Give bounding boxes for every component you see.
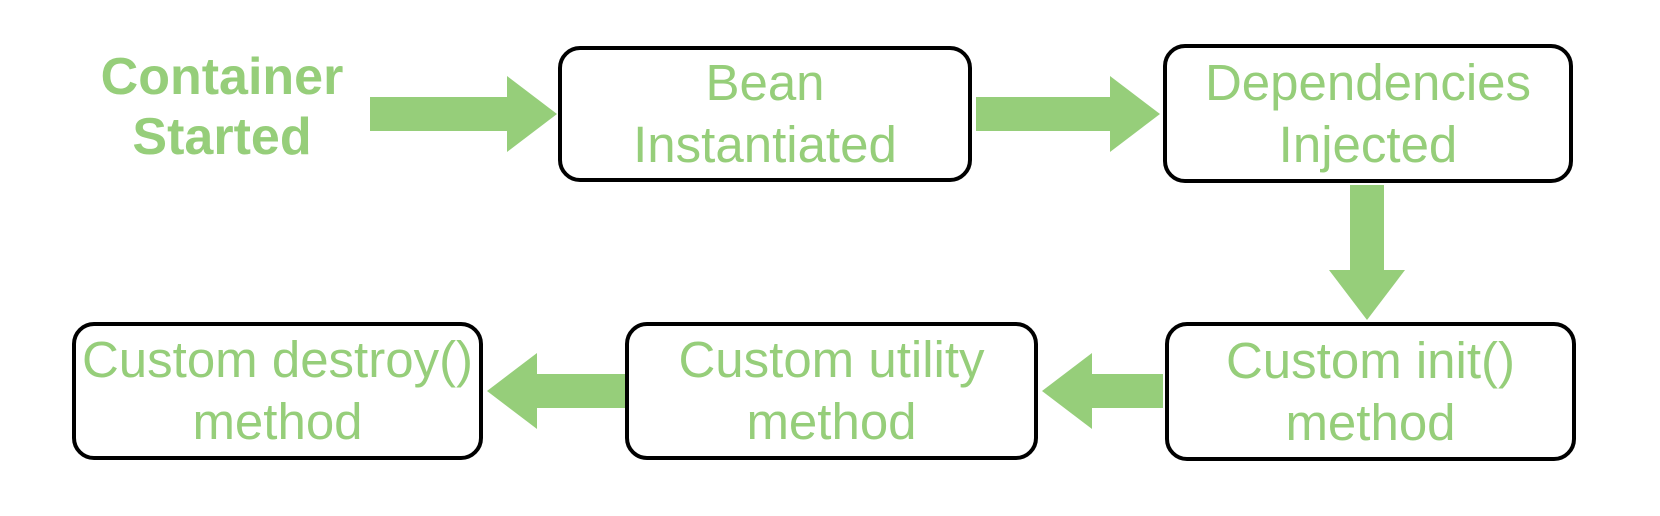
node-bean-instantiated: Bean Instantiated	[558, 46, 972, 182]
node-custom-destroy-method: Custom destroy() method	[72, 322, 483, 460]
arrow-shaft	[370, 97, 507, 131]
arrow-head-right-icon	[1110, 76, 1160, 152]
arrow-start-to-bean	[370, 76, 557, 152]
arrow-dependencies-to-init	[1329, 185, 1405, 320]
arrow-init-to-utility	[1042, 353, 1163, 429]
arrow-shaft	[537, 374, 625, 408]
arrow-bean-to-dependencies	[976, 76, 1160, 152]
arrow-utility-to-destroy	[487, 353, 625, 429]
node-custom-init-method: Custom init() method	[1165, 322, 1576, 461]
node-container-started: Container Started	[100, 48, 344, 166]
arrow-head-left-icon	[1042, 353, 1092, 429]
node-custom-utility-method: Custom utility method	[625, 322, 1038, 460]
arrow-head-right-icon	[507, 76, 557, 152]
node-dependencies-injected: Dependencies Injected	[1163, 44, 1573, 183]
arrow-shaft	[1350, 185, 1384, 271]
arrow-shaft	[1092, 374, 1163, 408]
arrow-shaft	[976, 97, 1110, 131]
arrow-head-left-icon	[487, 353, 537, 429]
arrow-head-down-icon	[1329, 270, 1405, 320]
